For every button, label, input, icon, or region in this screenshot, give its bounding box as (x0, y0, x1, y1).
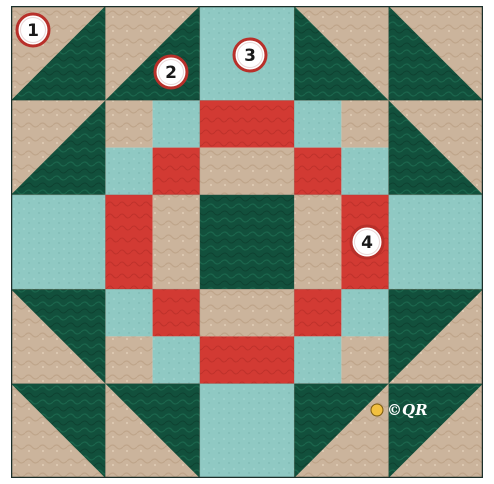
center-green-square (200, 195, 294, 289)
hst-bottom-4 (294, 384, 388, 478)
aqua-square-right (389, 195, 483, 289)
badge-4: 4 (351, 226, 383, 258)
hst-left-2 (11, 100, 105, 194)
aqua-square-left (11, 195, 105, 289)
hst-top-4 (294, 6, 388, 100)
aqua-square-bottom (200, 384, 294, 478)
hst-top-2 (105, 6, 199, 100)
center-band-bottom (200, 289, 294, 383)
watermark-text: ©QR (387, 401, 428, 419)
badge-3: 3 (234, 39, 266, 71)
nine-patch-bottom-right (294, 289, 388, 383)
hst-right-2 (389, 100, 483, 194)
badge-2: 2 (155, 56, 187, 88)
center-band-top (200, 100, 294, 194)
badge-1-label: 1 (27, 21, 39, 41)
badge-2-label: 2 (165, 63, 177, 83)
center-band-left (105, 195, 199, 289)
badge-3-label: 3 (244, 46, 256, 66)
nine-patch-top-right (294, 100, 388, 194)
badge-4-label: 4 (361, 233, 373, 253)
corner-hst-bottom-right (389, 384, 483, 478)
nine-patch-top-left (105, 100, 199, 194)
hst-left-4 (11, 289, 105, 383)
hst-right-4 (389, 289, 483, 383)
badge-1: 1 (17, 14, 49, 46)
quilt-block: 1 2 3 4 ©QR (11, 6, 483, 478)
nine-patch-bottom-left (105, 289, 199, 383)
corner-hst-top-right (389, 6, 483, 100)
hst-bottom-2 (105, 384, 199, 478)
corner-hst-bottom-left (11, 384, 105, 478)
